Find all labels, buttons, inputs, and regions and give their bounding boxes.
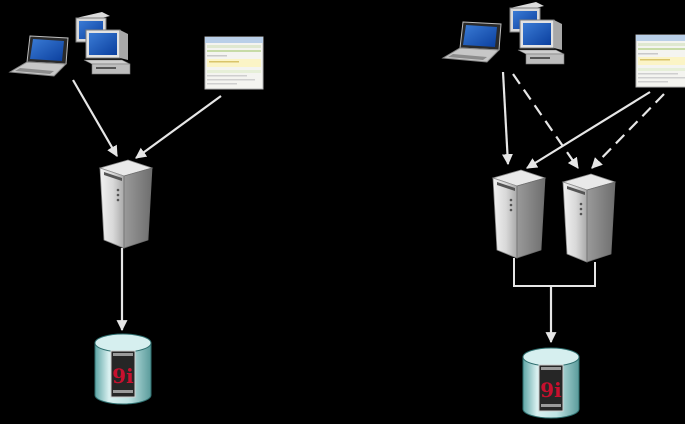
laptop-icon <box>442 21 502 63</box>
database-icon: 9i <box>94 333 152 405</box>
arrow-laptop-to-server <box>72 79 118 157</box>
arrow-laptop-to-server-1 <box>501 71 513 166</box>
server-join-connector <box>513 258 596 287</box>
database-icon: 9i <box>522 347 580 419</box>
clustered-server-diagram: 9i <box>442 1 685 419</box>
database-label: 9i <box>540 378 562 402</box>
arrow-browser-to-server <box>135 95 222 159</box>
app-server-2-icon <box>562 173 616 263</box>
dashed-arrow-browser-to-server-2 <box>591 93 665 169</box>
desktop-computers-icon <box>75 11 131 75</box>
database-label: 9i <box>112 364 134 388</box>
arrow-browser-to-server-1 <box>526 91 651 169</box>
laptop-icon <box>9 35 69 77</box>
single-server-diagram: 9i <box>9 11 264 405</box>
web-browser-window-icon <box>635 34 685 88</box>
desktop-computers-icon <box>509 1 565 65</box>
app-server-icon <box>99 159 153 249</box>
dashed-arrow-laptop-to-server-2 <box>512 73 579 169</box>
web-browser-window-icon <box>204 36 264 90</box>
app-server-1-icon <box>492 169 546 259</box>
